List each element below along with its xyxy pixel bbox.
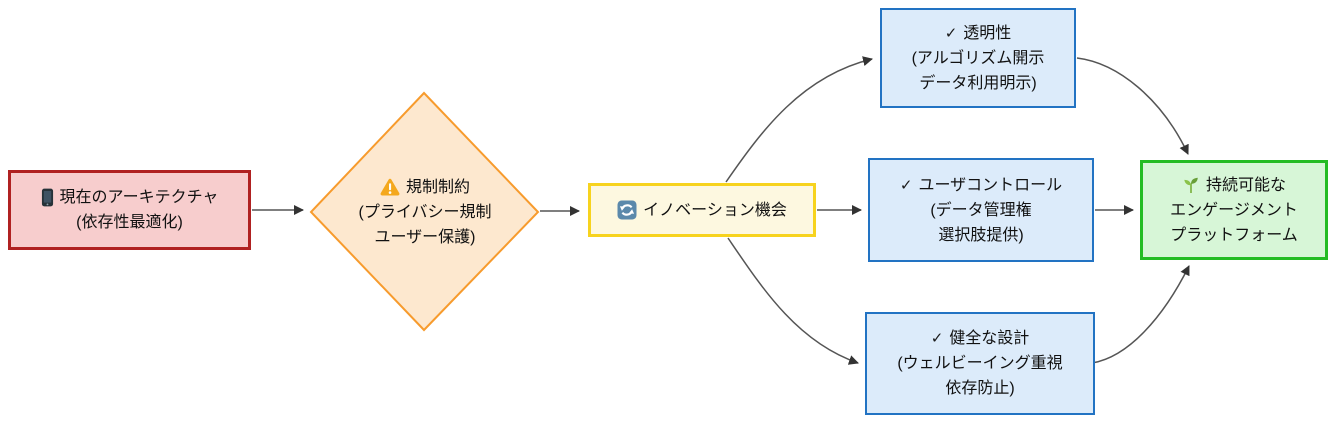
edge-transparency-to-platform xyxy=(1076,57,1189,155)
decision-diamond-shape xyxy=(309,91,540,332)
node-sustainable-platform-line1: 持続可能な xyxy=(1205,176,1286,194)
node-regulatory-constraints-title: 規制制約 xyxy=(405,178,470,196)
warning-icon xyxy=(380,178,400,196)
node-current-architecture-title: 現在のアーキテクチャ xyxy=(59,189,219,206)
node-user-control-line2: (データ管理権 xyxy=(930,201,1032,219)
check-icon: ✓ xyxy=(944,24,958,42)
node-current-architecture: 現在のアーキテクチャ (依存性最適化) xyxy=(8,170,251,250)
node-transparency-title: 透明性 xyxy=(963,24,1012,42)
check-icon: ✓ xyxy=(930,330,944,347)
seedling-icon xyxy=(1182,176,1200,194)
node-healthy-design-line3: 依存防止) xyxy=(945,380,1015,397)
node-current-architecture-subtitle: (依存性最適化) xyxy=(76,214,183,231)
mobile-phone-icon xyxy=(41,188,54,207)
node-transparency-line2: (アルゴリズム開示 xyxy=(911,49,1045,67)
edge-innovation-to-healthy xyxy=(727,237,859,365)
node-innovation-opportunity: イノベーション機会 xyxy=(588,183,816,237)
node-user-control-title: ユーザコントロール xyxy=(918,176,1063,194)
node-healthy-design-line2: (ウェルビーイング重視 xyxy=(897,355,1063,372)
node-user-control: ✓ ユーザコントロール (データ管理権 選択肢提供) xyxy=(868,158,1094,262)
node-user-control-line3: 選択肢提供) xyxy=(938,226,1024,244)
node-regulatory-constraints-line3: ユーザー保護) xyxy=(374,228,476,246)
node-regulatory-constraints-line2: (プライバシー規制 xyxy=(358,203,492,221)
node-sustainable-platform-line2: エンゲージメント xyxy=(1170,201,1298,219)
node-regulatory-constraints: 規制制約 (プライバシー規制 ユーザー保護) xyxy=(320,170,530,254)
node-sustainable-platform-line3: プラットフォーム xyxy=(1170,226,1298,244)
node-transparency-line3: データ利用明示) xyxy=(919,74,1037,92)
node-sustainable-platform: 持続可能な エンゲージメント プラットフォーム xyxy=(1140,160,1328,260)
check-icon: ✓ xyxy=(899,176,913,194)
refresh-icon xyxy=(617,200,637,220)
edge-innovation-to-transparency xyxy=(725,56,873,183)
node-innovation-opportunity-title: イノベーション機会 xyxy=(643,201,787,219)
node-healthy-design-title: 健全な設計 xyxy=(949,330,1030,347)
node-transparency: ✓ 透明性 (アルゴリズム開示 データ利用明示) xyxy=(880,8,1076,108)
edge-healthy-to-platform xyxy=(1091,265,1190,364)
node-healthy-design: ✓ 健全な設計 (ウェルビーイング重視 依存防止) xyxy=(865,312,1095,415)
